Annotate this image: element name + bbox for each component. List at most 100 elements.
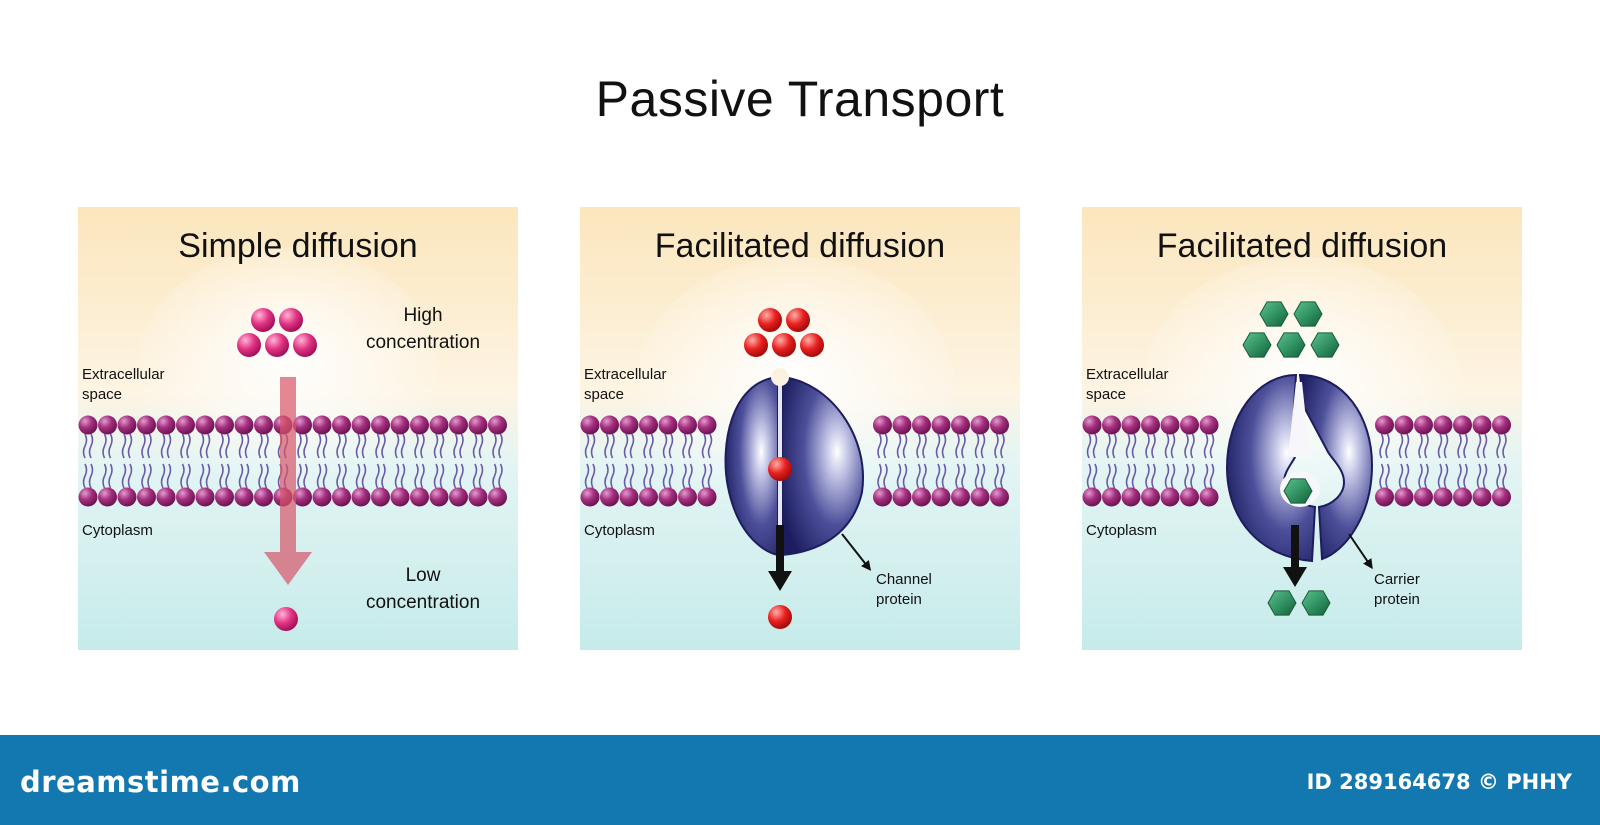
lipid-tail: [433, 433, 439, 459]
phospholipid-head: [254, 415, 273, 435]
lipid-bilayer: [1082, 415, 1511, 507]
lipid-tail: [610, 463, 615, 489]
panel-title: Facilitated diffusion: [1156, 227, 1448, 265]
phospholipid-head: [1199, 487, 1219, 507]
transport-arrow: [1283, 525, 1307, 587]
brand-logo[interactable]: dreamstime.com: [20, 765, 301, 799]
lipid-tail: [238, 433, 244, 459]
phospholipid-head: [931, 415, 951, 435]
lipid-tail: [322, 463, 328, 489]
label-line: concentration: [365, 332, 481, 353]
lipid-tail: [1209, 433, 1215, 459]
label-line: Low: [405, 565, 441, 586]
lipid-tail: [688, 463, 693, 489]
phospholipid-head: [176, 415, 195, 435]
phospholipid-head: [351, 415, 371, 435]
lipid-tail: [88, 463, 94, 489]
lipid-tail: [1463, 433, 1468, 459]
lipid-tail: [453, 433, 458, 459]
lipid-tail: [961, 433, 966, 459]
phospholipid-head: [195, 487, 215, 507]
high-concentration-molecules: [237, 308, 317, 357]
lipid-tail: [166, 433, 172, 459]
lipid-tail: [498, 433, 503, 459]
lipid-tail: [82, 433, 88, 459]
extracellular-space-label: Extracellular space: [1086, 365, 1169, 405]
lipid-tail: [1151, 463, 1156, 489]
lipid-tail: [244, 433, 250, 459]
molecule-sphere: [744, 333, 768, 357]
phospholipid-head: [429, 415, 449, 435]
lipid-tail: [584, 433, 590, 459]
lipid-tail: [1404, 463, 1410, 489]
label-line: Extracellular: [82, 366, 165, 383]
phospholipid-head: [990, 487, 1009, 507]
phospholipid-head: [1082, 487, 1102, 507]
phospholipid-head: [156, 415, 176, 435]
label-line: Extracellular: [584, 366, 667, 383]
lipid-tail: [1092, 433, 1098, 459]
lipid-tail: [420, 433, 425, 459]
lipid-tail: [439, 463, 445, 489]
phospholipid-head: [117, 415, 137, 435]
lipid-tail: [662, 433, 668, 459]
phospholipid-head: [912, 415, 931, 435]
phospholipid-head: [1492, 487, 1511, 507]
lipid-tail: [974, 463, 980, 489]
lipid-tail: [88, 433, 94, 459]
lipid-tail: [102, 433, 107, 459]
molecule-sphere: [800, 333, 824, 357]
phospholipid-head: [195, 415, 215, 435]
phospholipid-head: [912, 487, 931, 507]
lipid-tail: [375, 463, 380, 489]
lipid-tail: [420, 463, 425, 489]
phospholipid-head: [600, 415, 619, 435]
phospholipid-head: [176, 487, 195, 507]
lipid-tail: [1424, 463, 1429, 489]
molecule-sphere: [279, 308, 303, 332]
phospholipid-head: [234, 415, 254, 435]
molecule-hexagon: [1242, 332, 1272, 358]
phospholipid-head: [390, 415, 410, 435]
phospholipid-head: [215, 487, 234, 507]
lipid-tail: [935, 463, 941, 489]
lipid-tail: [459, 463, 464, 489]
lipid-tail: [394, 433, 400, 459]
phospholipid-head: [1082, 415, 1102, 435]
phospholipid-head: [678, 415, 697, 435]
lipid-tail: [623, 463, 629, 489]
molecule-sphere: [237, 333, 261, 357]
lipid-tail: [180, 433, 185, 459]
lipid-tail: [160, 433, 166, 459]
molecule-sphere: [293, 333, 317, 357]
lipid-tail: [199, 463, 205, 489]
lipid-tail: [219, 463, 224, 489]
lipid-tail: [439, 433, 445, 459]
lipid-tail: [127, 433, 133, 459]
lipid-tail: [361, 463, 367, 489]
lipid-tail: [264, 463, 269, 489]
lipid-tail: [688, 433, 693, 459]
phospholipid-head: [600, 487, 619, 507]
footer-bar: dreamstime.com ID 289164678 © PHHY: [0, 735, 1600, 825]
phospholipid-head: [1492, 415, 1511, 435]
lipid-tail: [297, 433, 302, 459]
lipid-tail: [1190, 463, 1195, 489]
phospholipid-head: [951, 415, 970, 435]
lipid-tail: [1404, 433, 1410, 459]
page-title: Passive Transport: [595, 71, 1005, 127]
molecule-hexagon: [1276, 332, 1306, 358]
lipid-tail: [629, 433, 635, 459]
lipid-tail: [147, 433, 152, 459]
phospholipid-head: [429, 487, 449, 507]
phospholipid-head: [931, 487, 951, 507]
lipid-tail: [498, 463, 503, 489]
lipid-tail: [916, 433, 921, 459]
lipid-bilayer: [580, 415, 1009, 507]
lipid-tail: [1092, 463, 1098, 489]
lipid-tail: [604, 433, 609, 459]
phospholipid-head: [1102, 487, 1121, 507]
lipid-tail: [1502, 433, 1507, 459]
label-pointer: [841, 533, 872, 571]
carrier-cleft: [1288, 382, 1310, 457]
